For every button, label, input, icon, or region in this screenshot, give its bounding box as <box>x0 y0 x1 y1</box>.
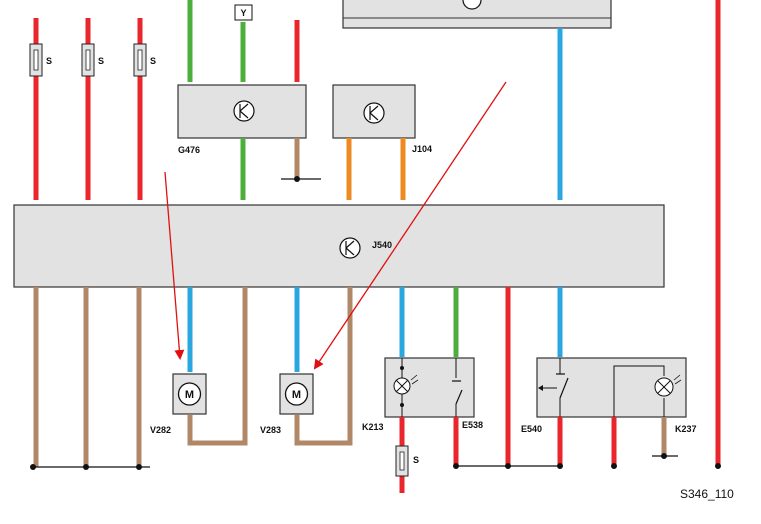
component-j540 <box>13 204 665 288</box>
connector-y: Y <box>234 4 253 21</box>
transistor-symbol-icon <box>339 237 361 259</box>
component-k213-e538 <box>384 357 475 418</box>
fuse-label: S <box>413 455 419 465</box>
transistor-symbol-icon <box>363 102 385 124</box>
label-k213: K213 <box>362 422 384 432</box>
svg-text:M: M <box>292 389 301 401</box>
svg-text:Y: Y <box>240 8 246 18</box>
component-g476 <box>177 84 307 139</box>
switch-icon <box>455 389 463 417</box>
label-g476: G476 <box>178 145 200 155</box>
label-k237: K237 <box>675 424 697 434</box>
wires-lower-left <box>30 287 150 470</box>
fuse-icon <box>29 43 147 77</box>
switch-icon <box>538 358 569 417</box>
label-e540: E540 <box>521 424 542 434</box>
motor-v282: M <box>172 373 207 415</box>
annotation-arrow <box>164 171 185 360</box>
annotation-arrow <box>313 81 507 370</box>
lamp-icon <box>393 374 419 395</box>
svg-text:M: M <box>185 389 194 401</box>
fuse-icon <box>395 445 409 477</box>
label-j540: J540 <box>372 240 392 250</box>
motor-v283: M <box>279 373 314 415</box>
upper-control-unit <box>342 0 612 29</box>
label-e538: E538 <box>462 420 483 430</box>
wire-brown <box>187 287 248 446</box>
transistor-symbol-icon <box>462 0 482 10</box>
component-j104 <box>332 84 416 139</box>
label-v282: V282 <box>150 425 171 435</box>
label-j104: J104 <box>412 144 432 154</box>
transistor-symbol-icon <box>233 100 255 122</box>
lamp-icon <box>654 374 682 397</box>
motor-M-icon: M <box>177 382 202 406</box>
component-e540-k237 <box>536 357 687 418</box>
wire-brown <box>294 287 353 446</box>
fuse-label: S <box>46 56 52 66</box>
fuse-label: S <box>150 56 156 66</box>
fuse-label: S <box>98 56 104 66</box>
motor-M-icon: M <box>284 382 309 406</box>
figure-id: S346_110 <box>680 487 734 501</box>
label-v283: V283 <box>260 425 281 435</box>
